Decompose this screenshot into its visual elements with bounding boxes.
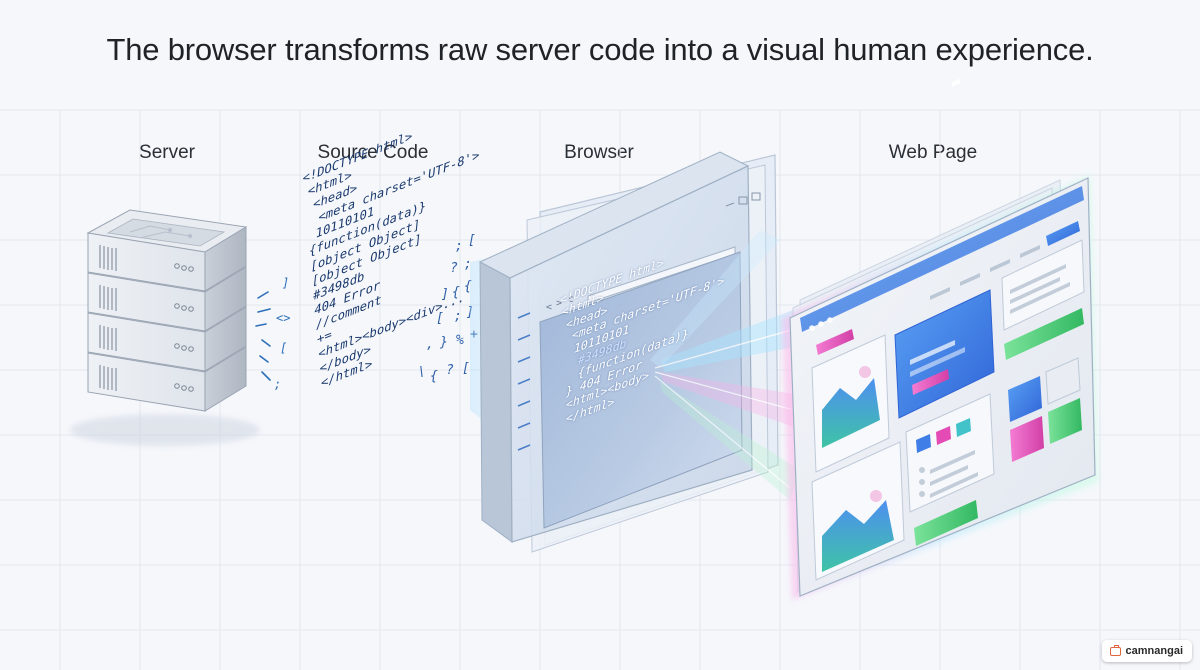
- svg-text:[: [: [462, 361, 470, 376]
- svg-text:{: {: [464, 279, 472, 294]
- svg-text:>: >: [556, 298, 562, 309]
- server-unit-3: [87, 306, 247, 372]
- svg-text:;: ;: [454, 309, 462, 324]
- svg-text:c: c: [568, 294, 574, 305]
- green-button: [1004, 308, 1084, 360]
- sidebar-marks: [517, 312, 531, 451]
- nav-glyphs: < > c: [546, 294, 574, 313]
- tile-green: [1048, 398, 1082, 444]
- svg-text:\: \: [418, 365, 426, 380]
- svg-text:}: }: [439, 335, 448, 350]
- watermark-badge: camnangai: [1101, 640, 1192, 662]
- hero-button: [912, 369, 949, 395]
- svg-text:]: ]: [441, 287, 449, 302]
- web-page-mockup: [782, 78, 1098, 600]
- svg-text:;: ;: [464, 257, 472, 272]
- nav-pill-pink: [816, 329, 854, 355]
- label-server: Server: [139, 142, 195, 163]
- nav-button-blue: [1046, 221, 1080, 246]
- image-icon-2: [822, 500, 894, 572]
- stream-glyphs: <> ] [ ;: [274, 276, 290, 391]
- image-icon-1: [822, 378, 880, 448]
- svg-text:<: <: [546, 302, 552, 313]
- label-browser: Browser: [564, 142, 634, 163]
- svg-text:{: {: [452, 285, 460, 300]
- window-controls: [725, 192, 761, 207]
- svg-text:?: ?: [446, 363, 454, 378]
- watermark-text: camnangai: [1125, 645, 1183, 657]
- svg-text:;: ;: [455, 239, 463, 254]
- server-icon: <> ] [ ;: [70, 209, 290, 446]
- label-web-page: Web Page: [888, 142, 978, 163]
- label-source-code: Source Code: [317, 142, 429, 163]
- svg-text:[: [: [468, 233, 476, 248]
- svg-text:;: ;: [274, 377, 281, 391]
- briefcase-icon: [1109, 644, 1121, 656]
- tile-pink: [1010, 416, 1044, 462]
- nav-lines: [930, 245, 1040, 300]
- server-unit-2: [87, 266, 247, 332]
- tile-gray: [1045, 357, 1081, 405]
- svg-text:%: %: [456, 333, 464, 348]
- toggle-button: [914, 500, 978, 546]
- svg-text:{: {: [430, 369, 438, 384]
- server-unit-1: [87, 226, 247, 292]
- headline: The browser transforms raw server code i…: [106, 32, 1094, 67]
- page-dots: [809, 317, 833, 331]
- svg-text:,: ,: [426, 337, 434, 352]
- tile-blue: [1008, 376, 1042, 422]
- svg-text:?: ?: [450, 261, 458, 276]
- svg-text:]: ]: [282, 276, 289, 290]
- svg-text:[: [: [436, 311, 444, 326]
- svg-text:<>: <>: [276, 311, 290, 325]
- svg-text:]: ]: [466, 305, 474, 320]
- browser-screen: [539, 251, 743, 529]
- data-stream-marks: [255, 291, 271, 381]
- server-unit-4: [87, 346, 247, 412]
- svg-text:[: [: [280, 341, 287, 355]
